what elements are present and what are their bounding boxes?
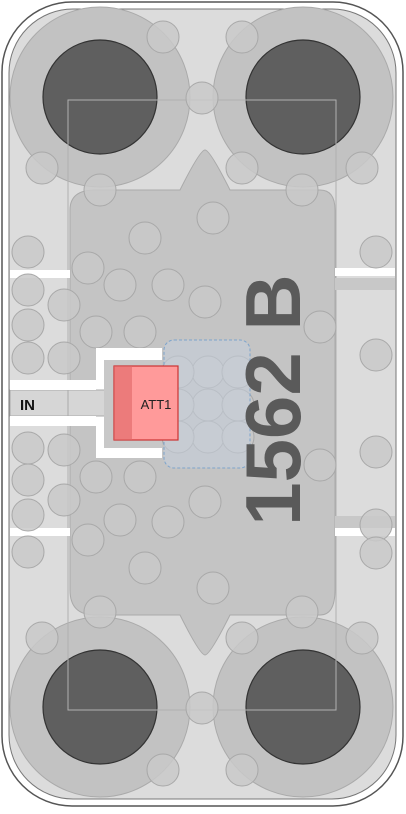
via bbox=[47, 483, 81, 517]
via bbox=[188, 485, 222, 519]
via bbox=[83, 173, 117, 207]
silkscreen-marking: 1562 B bbox=[229, 274, 317, 526]
via bbox=[151, 505, 185, 539]
via bbox=[345, 621, 379, 655]
via bbox=[11, 308, 45, 342]
mounting-pad-regions bbox=[9, 6, 394, 798]
via bbox=[196, 201, 230, 235]
via bbox=[47, 341, 81, 375]
via bbox=[71, 523, 105, 557]
via bbox=[225, 621, 259, 655]
via bbox=[285, 173, 319, 207]
via bbox=[303, 310, 337, 344]
via bbox=[11, 463, 45, 497]
mounting-hole bbox=[245, 649, 361, 765]
via bbox=[196, 571, 230, 605]
via bbox=[11, 498, 45, 532]
via bbox=[225, 20, 259, 54]
mounting-hole bbox=[245, 39, 361, 155]
via bbox=[128, 221, 162, 255]
via bbox=[185, 81, 219, 115]
via bbox=[151, 268, 185, 302]
via bbox=[11, 273, 45, 307]
via bbox=[79, 460, 113, 494]
via bbox=[359, 435, 393, 469]
via bbox=[359, 508, 393, 542]
via bbox=[103, 268, 137, 302]
via bbox=[71, 251, 105, 285]
via bbox=[79, 315, 113, 349]
via bbox=[11, 341, 45, 375]
via bbox=[47, 288, 81, 322]
via bbox=[103, 503, 137, 537]
via bbox=[123, 460, 157, 494]
via bbox=[83, 595, 117, 629]
via bbox=[359, 338, 393, 372]
component-label: ATT1 bbox=[141, 397, 172, 412]
via bbox=[146, 753, 180, 787]
via bbox=[359, 536, 393, 570]
via bbox=[185, 691, 219, 725]
via bbox=[303, 448, 337, 482]
via bbox=[285, 595, 319, 629]
via bbox=[11, 235, 45, 269]
via bbox=[11, 431, 45, 465]
via bbox=[146, 20, 180, 54]
via bbox=[225, 753, 259, 787]
via bbox=[188, 285, 222, 319]
component-att1[interactable]: ATT1 bbox=[113, 365, 179, 441]
via bbox=[123, 315, 157, 349]
via bbox=[225, 151, 259, 185]
via bbox=[25, 621, 59, 655]
via bbox=[128, 551, 162, 585]
via bbox=[11, 535, 45, 569]
via bbox=[359, 235, 393, 269]
via bbox=[25, 151, 59, 185]
port-label-in: IN bbox=[20, 397, 35, 414]
mounting-hole bbox=[42, 649, 158, 765]
mounting-hole bbox=[42, 39, 158, 155]
via bbox=[47, 433, 81, 467]
via bbox=[345, 151, 379, 185]
